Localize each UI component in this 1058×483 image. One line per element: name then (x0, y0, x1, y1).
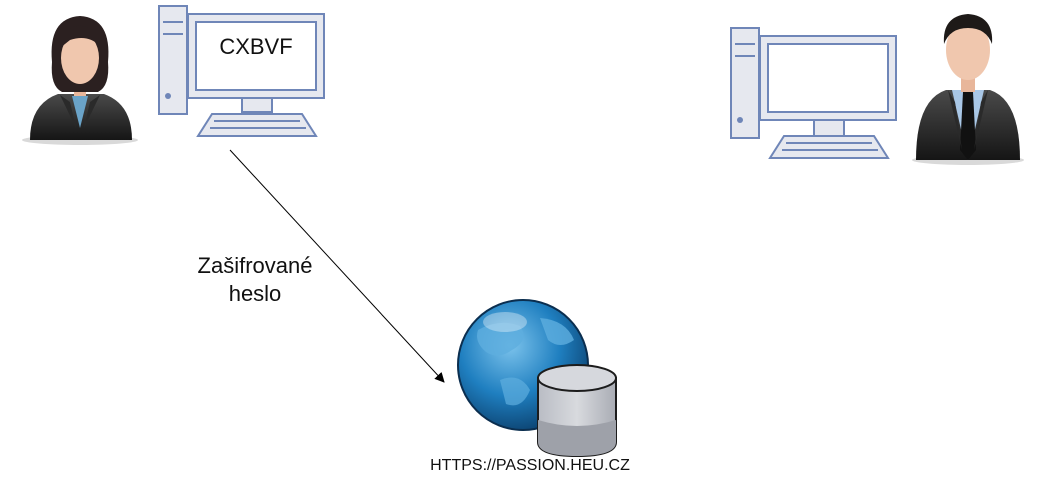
connection-label: Zašifrované heslo (180, 252, 330, 308)
desktop-computer-icon (730, 27, 897, 159)
woman-user-icon (22, 16, 138, 145)
globe-database-server-icon (457, 299, 617, 458)
desktop-computer-icon (158, 5, 325, 137)
server-label: HTTPS://PASSION.HEU.CZ (430, 457, 630, 474)
connection-arrow (229, 149, 445, 383)
connection-label-line2: heslo (228, 281, 282, 306)
screen-text: CXBVF (219, 34, 293, 59)
connection-label-line1: Zašifrované (197, 253, 313, 278)
man-user-icon (912, 14, 1024, 165)
